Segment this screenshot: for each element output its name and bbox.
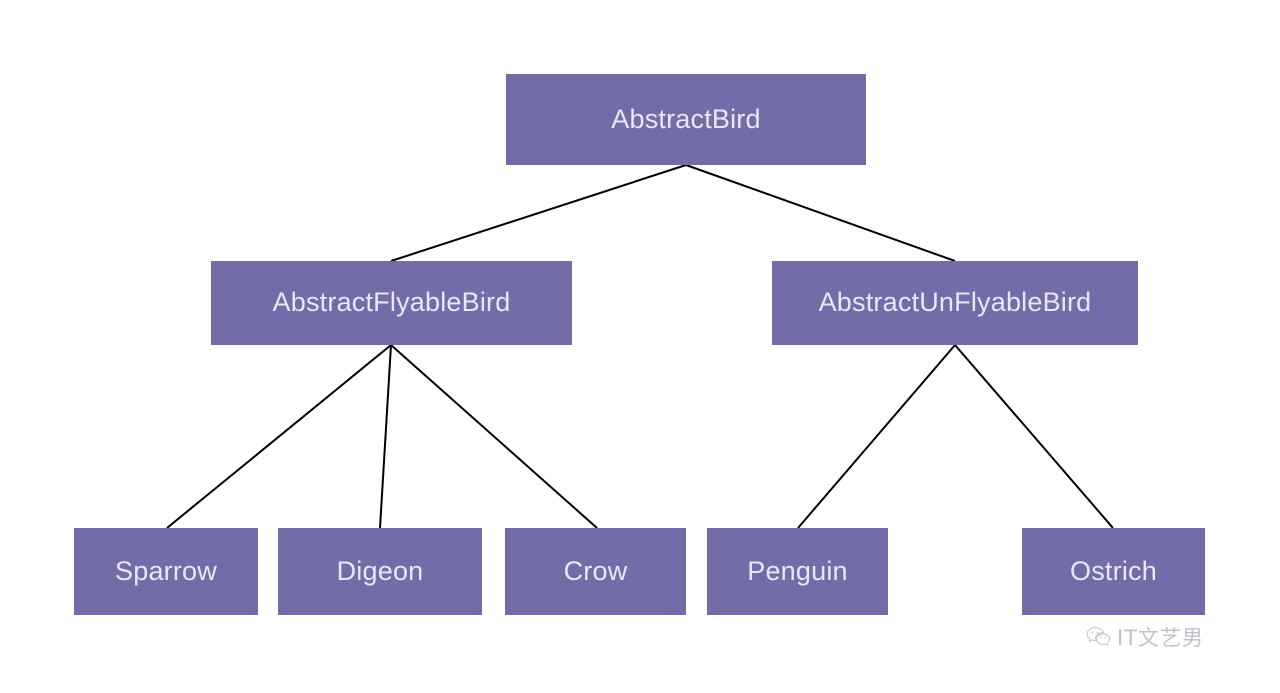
- node-label: Sparrow: [115, 555, 217, 586]
- edge-flyable-sparrow: [166, 344, 392, 529]
- watermark: IT文艺男: [1085, 622, 1204, 652]
- node-label: Crow: [563, 555, 628, 586]
- edge-unflyable-ostrich: [954, 344, 1114, 529]
- edge-unflyable-penguin: [797, 344, 956, 529]
- edge-flyable-crow: [390, 344, 598, 529]
- node-label: AbstractBird: [611, 103, 761, 134]
- node-abstract-flyable-bird[interactable]: AbstractFlyableBird: [211, 261, 572, 345]
- edge-flyable-digeon: [379, 344, 392, 529]
- node-abstract-unflyable-bird[interactable]: AbstractUnFlyableBird: [772, 261, 1138, 345]
- wechat-icon: [1086, 627, 1111, 647]
- node-label: Digeon: [336, 555, 424, 586]
- edge-bird-unflyable: [685, 164, 956, 262]
- node-digeon[interactable]: Digeon: [278, 528, 482, 615]
- node-ostrich[interactable]: Ostrich: [1022, 528, 1205, 615]
- node-label: Ostrich: [1070, 555, 1157, 586]
- watermark-text: IT文艺男: [1117, 626, 1205, 650]
- node-crow[interactable]: Crow: [505, 528, 686, 615]
- node-abstract-bird[interactable]: AbstractBird: [506, 74, 866, 165]
- node-label: AbstractFlyableBird: [272, 287, 511, 318]
- node-sparrow[interactable]: Sparrow: [74, 528, 258, 615]
- node-label: AbstractUnFlyableBird: [818, 287, 1092, 318]
- edge-bird-flyable: [390, 164, 687, 262]
- node-penguin[interactable]: Penguin: [707, 528, 888, 615]
- node-label: Penguin: [747, 555, 848, 586]
